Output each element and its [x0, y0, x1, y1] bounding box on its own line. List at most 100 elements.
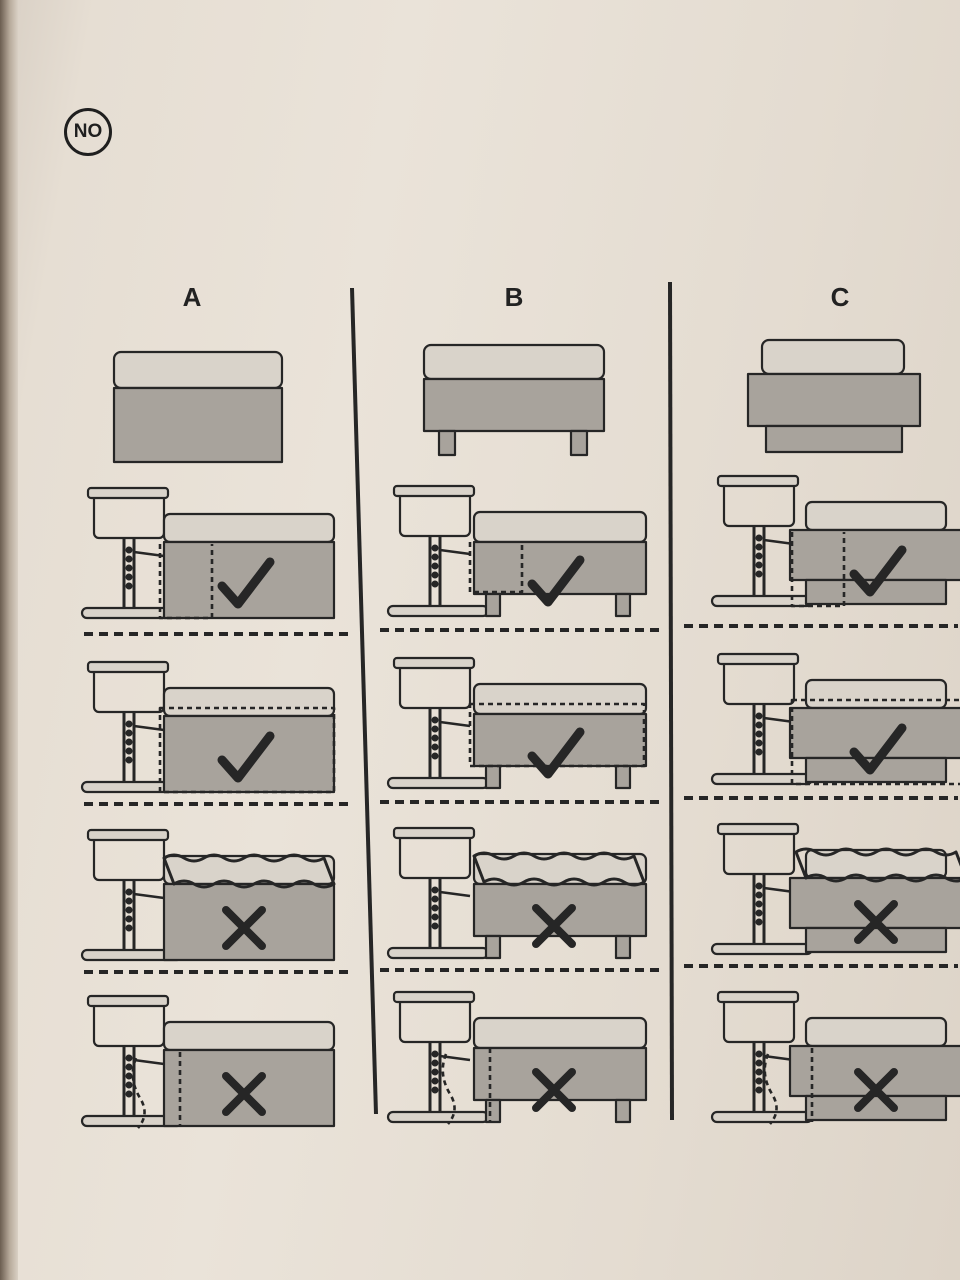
mounting-strap [468, 702, 646, 768]
height-adjust-hole [125, 888, 133, 896]
divan-base [162, 882, 336, 962]
mounting-strap [468, 542, 524, 594]
height-adjust-hole [125, 738, 133, 746]
bed-frame [788, 706, 960, 760]
mattress [162, 686, 336, 718]
height-adjust-hole [431, 544, 439, 552]
crib-foot [710, 1110, 814, 1124]
height-adjust-hole [431, 1068, 439, 1076]
header-bed-b [422, 343, 606, 457]
height-adjust-hole [125, 582, 133, 590]
height-adjust-hole [755, 909, 763, 917]
height-adjust-hole [125, 1081, 133, 1089]
mattress [422, 343, 606, 381]
crib-foot [710, 594, 814, 608]
drawer-base [764, 424, 904, 454]
mounting-strap [162, 853, 336, 889]
crib-foot [386, 776, 490, 790]
height-adjust-hole [431, 734, 439, 742]
crib-basket [92, 492, 166, 540]
bed-leg [437, 429, 457, 457]
divan-base [162, 540, 336, 620]
crib-strap-bar [439, 548, 471, 556]
bed-leg [569, 429, 589, 457]
drawer-base [804, 1094, 948, 1122]
height-adjust-hole [431, 895, 439, 903]
header-bed-a [112, 350, 284, 464]
mounting-strap [158, 706, 336, 794]
mattress [804, 1016, 948, 1048]
crib-strap-bar [439, 890, 471, 898]
height-adjust-hole [431, 1059, 439, 1067]
cell-b-4 [386, 990, 648, 1125]
height-adjust-hole [125, 555, 133, 563]
height-adjust-hole [125, 924, 133, 932]
bed-leg [614, 592, 632, 618]
crib-rim [716, 990, 800, 1004]
mounting-strap [472, 851, 646, 887]
height-adjust-hole [125, 747, 133, 755]
column-divider-ab [350, 287, 378, 1115]
height-adjust-hole [431, 743, 439, 751]
crib-basket [722, 828, 796, 876]
height-adjust-hole [755, 534, 763, 542]
column-label-c: C [830, 282, 850, 312]
crib-rim [392, 826, 476, 840]
height-adjust-hole [125, 1090, 133, 1098]
height-adjust-hole [755, 1086, 763, 1094]
bed-leg [484, 934, 502, 960]
mattress [112, 350, 284, 390]
height-adjust-hole [125, 573, 133, 581]
column-label-a: A [182, 282, 202, 312]
cell-c-4 [710, 990, 960, 1125]
cell-c-1 [710, 474, 960, 608]
cell-b-2 [386, 656, 648, 790]
mounting-strap [790, 532, 846, 608]
crib-basket [722, 996, 796, 1044]
height-adjust-hole [431, 580, 439, 588]
language-code: NO [73, 121, 103, 142]
bed-leg [484, 1098, 502, 1124]
drawer-base [804, 578, 948, 606]
crib-foot [386, 604, 490, 618]
height-adjust-hole [125, 1054, 133, 1062]
crib-strap-bar [133, 892, 165, 900]
mattress [804, 678, 948, 710]
height-adjust-hole [431, 752, 439, 760]
height-adjust-hole [431, 1086, 439, 1094]
height-adjust-hole [431, 913, 439, 921]
cross-mark-icon [532, 1068, 576, 1112]
check-mark-icon [217, 731, 275, 783]
mattress [162, 1020, 336, 1052]
height-adjust-hole [755, 1050, 763, 1058]
bed-frame [422, 377, 606, 433]
height-adjust-hole [431, 562, 439, 570]
cross-mark-icon [222, 906, 266, 950]
height-adjust-hole [125, 897, 133, 905]
crib-basket [398, 996, 472, 1044]
cross-mark-icon [854, 1068, 898, 1112]
height-adjust-hole [755, 712, 763, 720]
bed-leg [614, 1098, 632, 1124]
mounting-strap [131, 1052, 182, 1129]
height-adjust-hole [431, 725, 439, 733]
height-adjust-hole [755, 900, 763, 908]
crib-basket [722, 658, 796, 706]
height-adjust-hole [431, 904, 439, 912]
height-adjust-hole [125, 756, 133, 764]
check-mark-icon [527, 727, 585, 779]
height-adjust-hole [755, 1059, 763, 1067]
height-adjust-hole [431, 1050, 439, 1058]
crib-foot [710, 942, 814, 956]
check-mark-icon [849, 545, 907, 597]
crib-strap-bar [133, 724, 165, 732]
height-adjust-hole [125, 720, 133, 728]
cell-c-3 [710, 822, 960, 956]
cross-mark-icon [532, 904, 576, 948]
bed-leg [614, 934, 632, 960]
height-adjust-hole [755, 543, 763, 551]
height-adjust-hole [755, 1077, 763, 1085]
column-label-b: B [504, 282, 524, 312]
height-adjust-hole [755, 561, 763, 569]
